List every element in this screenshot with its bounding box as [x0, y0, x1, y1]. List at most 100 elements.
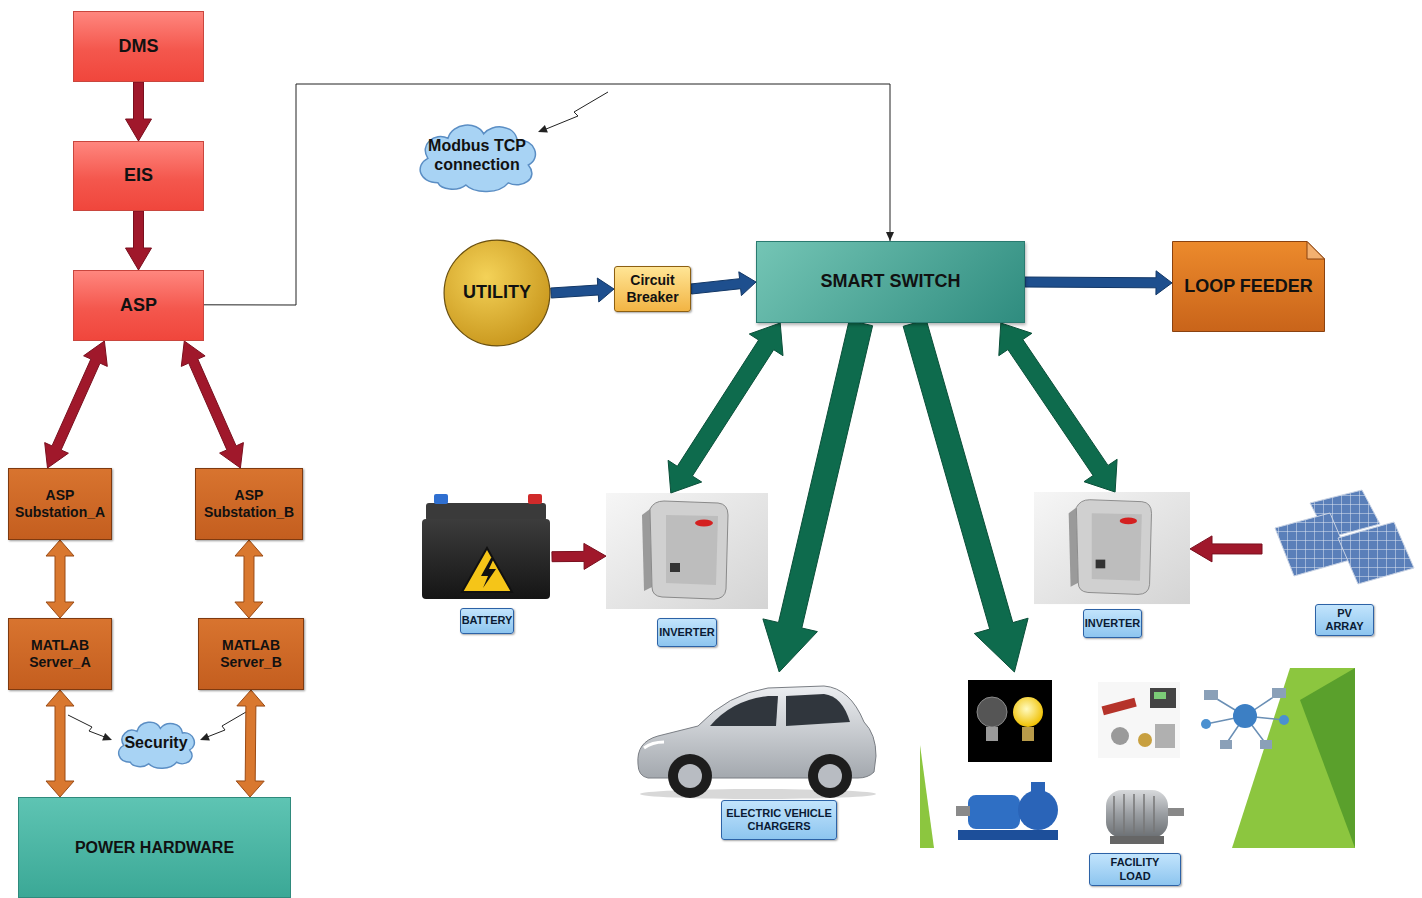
node-label: ASP Substation_B [200, 487, 298, 521]
connector-arrow [236, 690, 265, 797]
inverter-icon-part [695, 520, 713, 527]
process-box: ASP [73, 270, 204, 341]
pump-icon-part [968, 795, 1020, 829]
node-label: Security [124, 733, 188, 752]
connector-arrow [691, 272, 757, 296]
battery-icon-part [426, 503, 546, 521]
feeder-path [1173, 242, 1325, 332]
device-label: FACILITY LOAD [1089, 853, 1181, 886]
pv-array-icon-part [1275, 513, 1350, 576]
electric-car-icon-part [818, 764, 842, 788]
battery-icon-part [481, 558, 496, 588]
light-bulbs-icon [968, 680, 1052, 762]
inverter-icon-part [666, 515, 718, 585]
cloud-path [119, 722, 195, 768]
connector-arrow [46, 540, 74, 618]
breaker-box: Circuit Breaker [614, 266, 691, 312]
device-label: BATTERY [460, 608, 514, 634]
cloud-shape: Security [112, 716, 200, 770]
server-box: ASP Substation_A [8, 468, 112, 540]
electric-car-icon-part [668, 754, 712, 798]
motor-icon [1106, 790, 1184, 844]
device-figure: INVERTER [606, 493, 768, 647]
electric-car-icon-part [710, 696, 778, 726]
device-figure: PV ARRAY [1262, 500, 1418, 636]
server-box: MATLAB Server_A [8, 618, 112, 690]
electric-car-icon-part [808, 754, 852, 798]
inverter-icon [1034, 492, 1190, 604]
pv-array-icon-part [1338, 522, 1414, 584]
pump-icon-part [956, 806, 970, 816]
inverter-icon-part [1092, 513, 1142, 581]
battery-icon-part [422, 519, 550, 599]
facility-background [920, 668, 1355, 848]
feeder-fold [1307, 242, 1325, 260]
facility-background-part [1232, 668, 1355, 848]
connector-arrow [126, 82, 152, 141]
network-icon-part [1233, 704, 1257, 728]
network-icon-part [1206, 694, 1284, 744]
connector-arrow [551, 278, 614, 302]
electric-car-icon [638, 686, 876, 799]
connector-arrow [668, 323, 783, 493]
inverter-icon-part [650, 501, 728, 599]
light-bulbs-icon-part [1013, 697, 1043, 727]
connector-arrow [999, 323, 1117, 492]
connector-arrow [235, 540, 263, 618]
inverter-icon-part [606, 493, 768, 609]
connector-arrow [46, 690, 74, 797]
node-label: SMART SWITCH [765, 271, 1016, 293]
connector-arrow [45, 341, 108, 468]
source-circle: UTILITY [443, 239, 551, 347]
components-icon-part [1138, 733, 1152, 747]
connector-arrow [763, 320, 873, 672]
facility-background-part [920, 745, 934, 848]
device-figure: INVERTER [1034, 492, 1190, 638]
electric-car-icon-part [786, 694, 850, 726]
network-icon-part [1220, 740, 1232, 749]
modbus-lightning-lead-part [538, 125, 548, 132]
components-icon [1098, 682, 1180, 758]
electric-car-icon-part [678, 764, 702, 788]
device-label: INVERTER [1083, 609, 1142, 638]
security-lightning-lead-part [202, 712, 246, 739]
electric-car-icon-part [644, 742, 664, 748]
process-box: EIS [73, 141, 204, 211]
inverter-icon-part [1034, 492, 1190, 604]
node-label: UTILITY [459, 282, 535, 304]
hardware-box: POWER HARDWARE [18, 797, 291, 898]
network-icon [1201, 688, 1289, 749]
connector-head [886, 232, 894, 241]
device-label: ELECTRIC VEHICLE CHARGERS [721, 800, 837, 840]
device-figure: ELECTRIC VEHICLE CHARGERS [628, 672, 880, 840]
connector-arrow [1025, 271, 1172, 295]
components-icon-part [1155, 724, 1175, 748]
node-label: DMS [80, 36, 197, 58]
battery-icon-part [528, 494, 542, 504]
cloud-outline [410, 116, 544, 194]
facility-background-part [1300, 668, 1355, 848]
pump-icon-part [1018, 790, 1058, 830]
battery-icon-part [462, 548, 512, 592]
motor-icon-part [1114, 794, 1154, 834]
device-figure: FACILITY LOAD [960, 672, 1300, 886]
network-icon-part [1272, 688, 1286, 698]
feeder-box: LOOP FEEDER [1172, 241, 1325, 332]
components-icon-part [1150, 688, 1176, 708]
light-bulbs-icon-part [977, 697, 1007, 727]
modbus-lightning-lead-part [540, 92, 608, 132]
components-icon-part [1111, 727, 1129, 745]
node-label: Circuit Breaker [619, 272, 686, 306]
node-label: ASP [80, 295, 197, 317]
inverter-icon [606, 493, 768, 609]
security-lightning-lead-part [68, 715, 110, 739]
device-label: INVERTER [657, 618, 717, 647]
node-label: MATLAB Server_A [13, 637, 107, 671]
cloud-path [420, 125, 535, 191]
node-label: Modbus TCP connection [422, 136, 532, 174]
device-label: PV ARRAY [1315, 604, 1374, 636]
switch-box: SMART SWITCH [756, 241, 1025, 323]
